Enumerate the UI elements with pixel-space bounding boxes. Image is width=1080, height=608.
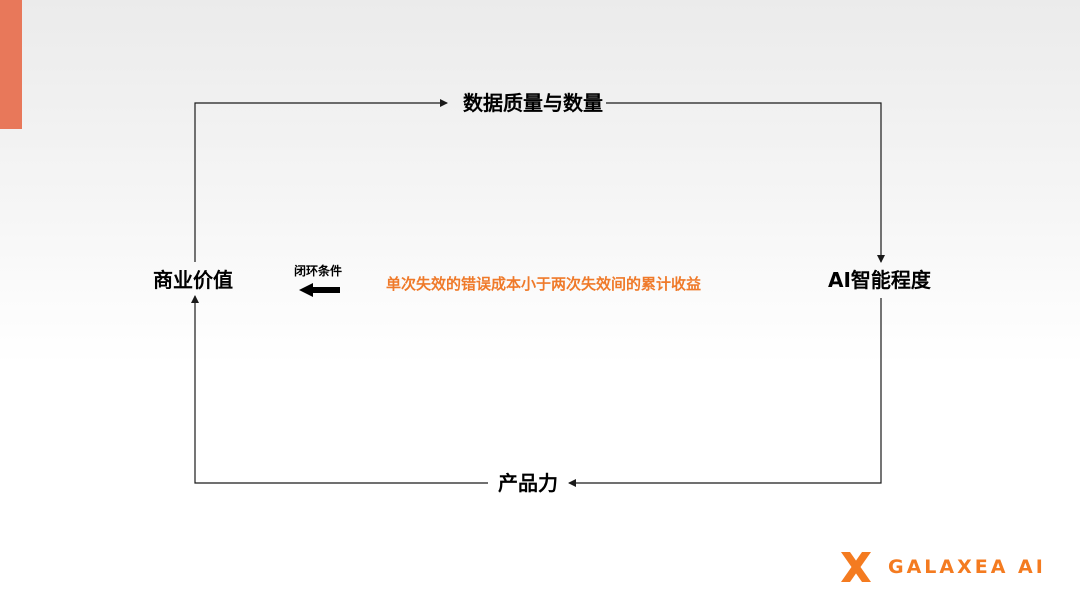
logo-wordmark: GALAXEA AI: [888, 556, 1046, 578]
edge-bottom-to-left: [191, 295, 488, 484]
edge-right-to-bottom: [568, 298, 882, 487]
edge-left-to-top: [194, 99, 448, 262]
accent-bar: [0, 0, 22, 129]
loop-condition-text: 单次失效的错误成本小于两次失效间的累计收益: [386, 275, 702, 293]
edge-top-to-right: [606, 102, 885, 263]
node-business-value: 商业价值: [153, 268, 233, 292]
condition-arrow: [299, 283, 340, 297]
node-ai-intelligence-level: AI智能程度: [828, 268, 931, 292]
galaxea-x-icon: [841, 552, 871, 582]
company-logo: GALAXEA AI: [838, 549, 1046, 585]
loop-condition-label: 闭环条件: [294, 264, 343, 278]
node-product-strength: 产品力: [498, 471, 558, 495]
node-data-quality-quantity: 数据质量与数量: [463, 91, 603, 115]
